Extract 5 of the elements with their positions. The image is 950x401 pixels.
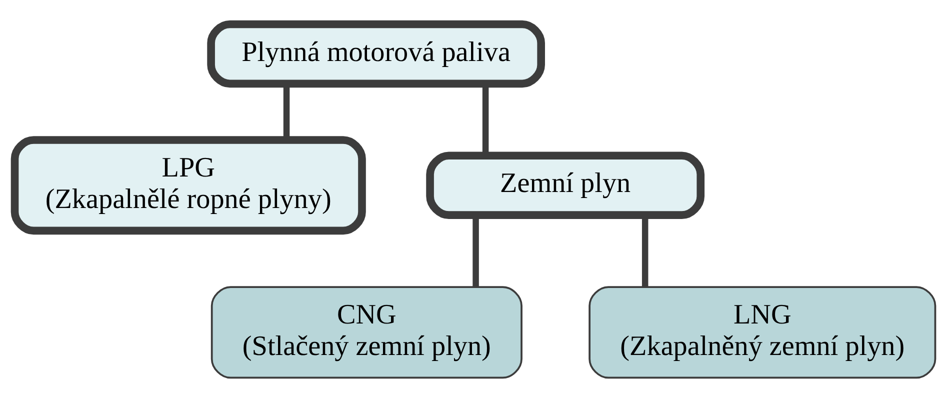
node-box: CNG (Stlačený zemní plyn) bbox=[210, 286, 522, 378]
node-box: LPG (Zkapalnělé ropné plyny) bbox=[10, 136, 366, 234]
node-box: LNG (Zkapalněný zemní plyn) bbox=[588, 286, 936, 378]
node-box: Zemní plyn bbox=[426, 151, 705, 218]
node-box: Plynná motorová paliva bbox=[207, 20, 545, 88]
